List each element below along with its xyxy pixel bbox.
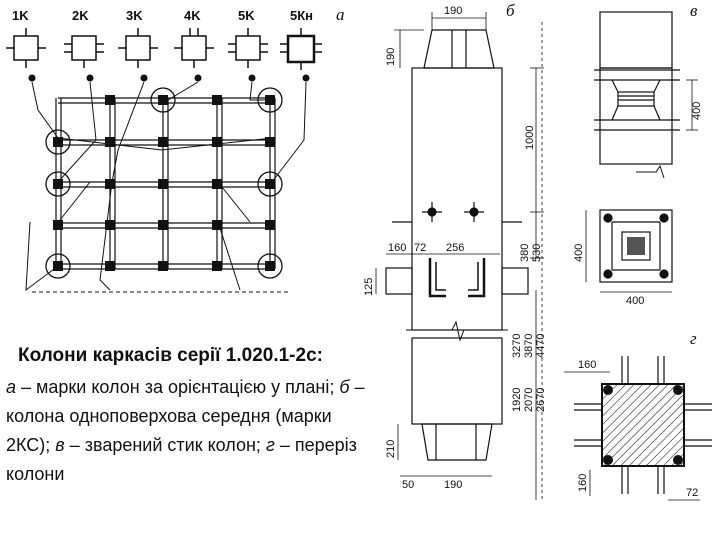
figure-caption: Колони каркасів серії 1.020.1-2с: а – ма… (6, 345, 378, 489)
dim-lower-4: 1920 (511, 388, 523, 412)
dim-160: 160 (388, 242, 406, 254)
panel-g (564, 356, 712, 501)
joint-plate (617, 91, 655, 107)
column-section (601, 383, 685, 467)
mark-label-5: 5K (238, 8, 255, 23)
mark-1K (6, 28, 46, 68)
panel-label-g: г (690, 329, 697, 348)
panel-label-b: б (506, 1, 515, 20)
dim-lower-2: 3870 (523, 334, 535, 358)
mark-3K (118, 28, 158, 68)
panel-label-a: а (336, 5, 345, 24)
dim-mid-a: 380 (519, 244, 531, 262)
dim-g-side160: 160 (577, 474, 589, 492)
dim-lower-5: 2070 (523, 388, 535, 412)
panel-v (594, 11, 698, 179)
anchor-bolts (422, 202, 484, 222)
mark-label-4: 4K (184, 8, 201, 23)
dim-lower-6: 2670 (535, 388, 547, 412)
console-right (501, 267, 529, 295)
dim-upper-len: 1000 (524, 126, 536, 150)
mark-label-6: 5Кн (290, 8, 313, 23)
caption-letter-b: б (339, 377, 350, 397)
caption-letter-g: г (265, 435, 275, 455)
panel-b (375, 12, 544, 500)
dim-g-72: 72 (686, 487, 698, 499)
mark-label-2: 2K (72, 8, 89, 23)
dim-125: 125 (363, 278, 375, 296)
column-base (421, 423, 493, 461)
dim-72: 72 (414, 242, 426, 254)
dim-v-bottom400: 400 (626, 295, 644, 307)
dim-base-50: 50 (402, 479, 414, 491)
grid-columns (53, 95, 275, 271)
dim-top-width: 190 (444, 5, 462, 17)
console-left (385, 267, 413, 295)
grid-highlight-circles (45, 87, 283, 279)
column-shaft-lower (411, 337, 503, 425)
caption-text-b: – колона одноповерхова середня (марки 2К… (6, 377, 365, 455)
section-brackets (574, 356, 712, 494)
caption-title: Колони каркасів серії 1.020.1-2с: (18, 345, 323, 366)
dim-top-height: 190 (385, 48, 397, 66)
mark-label-3: 3K (126, 8, 143, 23)
panel-b-dims: 190 190 1000 380 530 160 72 256 125 3270… (363, 5, 547, 491)
joint-upper-column (599, 11, 673, 69)
mark-labels: 1K 2K 3K 4K 5K 5Кн (12, 8, 313, 23)
dim-lower-3: 4470 (535, 334, 547, 358)
panel-v-plan (585, 209, 673, 293)
dim-mid-b: 530 (531, 244, 543, 262)
dim-base-190: 190 (444, 479, 462, 491)
caption-letter-v: в (55, 435, 65, 455)
panel-a (6, 28, 322, 293)
joint-zone (599, 67, 673, 165)
mark-4K (174, 28, 214, 68)
mark-2K (64, 35, 104, 68)
joint-plan-core (621, 231, 651, 261)
mark-dots (28, 74, 310, 82)
mark-label-1: 1K (12, 8, 29, 23)
mark-5Kn (280, 28, 322, 70)
panel-label-v: в (690, 1, 698, 20)
dimension-lines (375, 12, 544, 500)
column-head (423, 29, 495, 69)
dim-g-top160: 160 (578, 359, 596, 371)
section-rebars (603, 385, 683, 465)
mark-5K (228, 28, 268, 68)
column-shaft-upper (411, 67, 503, 331)
caption-letter-a: а (6, 377, 17, 397)
caption-text-v: – зварений стик колон; (64, 435, 266, 455)
caption-text: а – марки колон за орієнтацією у плані; … (6, 373, 378, 489)
dim-v-400: 400 (691, 102, 703, 120)
caption-text-g: – переріз колони (6, 435, 357, 484)
dim-lower-1: 3270 (511, 334, 523, 358)
dim-v-side400: 400 (573, 244, 585, 262)
caption-text-a: – марки колон за орієнтацією у плані; (16, 377, 340, 397)
dim-base-210: 210 (385, 440, 397, 458)
dim-256: 256 (446, 242, 464, 254)
joint-plan-outline (599, 209, 673, 283)
